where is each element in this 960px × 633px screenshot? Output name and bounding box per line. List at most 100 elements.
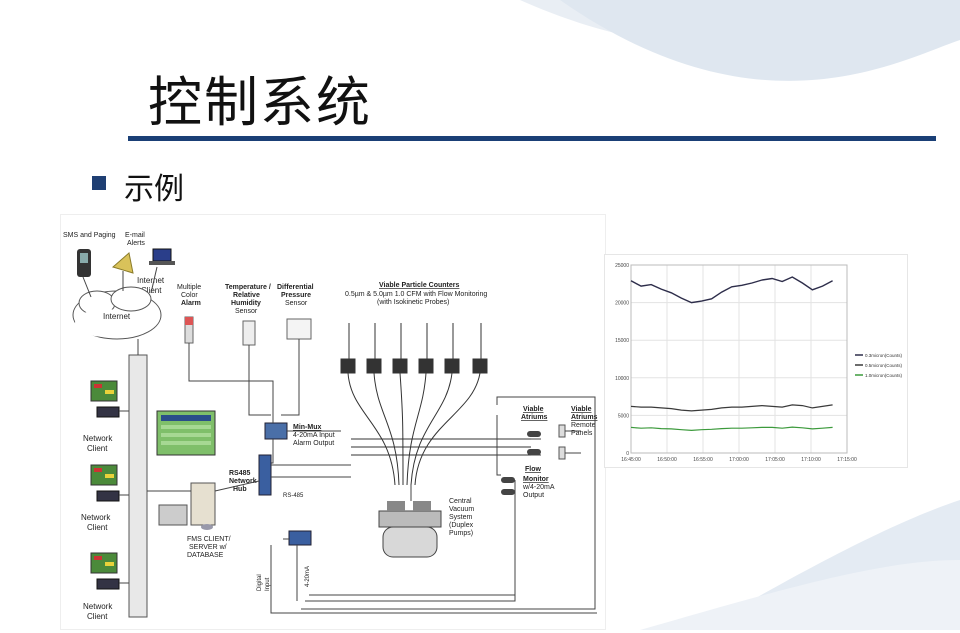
ma-label: 4-20mA — [305, 566, 311, 587]
dp-label-2: Pressure — [281, 292, 311, 299]
flow-label-2: Monitor — [523, 476, 549, 483]
differential-pressure-sensor-icon — [286, 318, 312, 340]
diagram-svg: SMS and Paging E-mail Alerts Internet Cl… — [63, 232, 598, 621]
flow-label-1: Flow — [525, 466, 541, 473]
x-tick-label: 17:00:00 — [729, 457, 749, 463]
rs485-label-1: RS485 — [229, 470, 251, 477]
email-icon — [111, 252, 134, 274]
atriums-label-1: Viable — [523, 406, 544, 413]
transmitter-icon — [288, 530, 312, 546]
flow-label-4: Output — [523, 492, 544, 499]
rs485-bus-label: RS-485 — [283, 493, 304, 499]
bullet-text: 示例 — [124, 172, 184, 207]
min-mux-label-3: Alarm Output — [293, 440, 334, 447]
viable-atrium-icons — [527, 431, 541, 455]
panels-label-3: Remote — [571, 422, 596, 429]
panels-label-2: Atriums — [571, 414, 598, 421]
y-tick-label: 0 — [626, 451, 629, 457]
x-tick-label: 17:05:00 — [765, 457, 785, 463]
vacuum-label-1: Central — [449, 498, 472, 505]
network-client-2 — [90, 464, 129, 502]
title-rule — [128, 136, 936, 141]
bullet-square — [92, 176, 106, 190]
vpc-note: (with Isokinetic Probes) — [377, 299, 449, 306]
chart-svg: 25000 20000 15000 10000 5000 016:45:00 16:50:0… — [615, 263, 903, 463]
network-client-label-3a: Network — [83, 602, 113, 611]
phone-icon — [77, 249, 91, 277]
legend-label-2: 0.5micron(Counts) — [865, 363, 903, 368]
internet-client-laptop-icon — [149, 248, 175, 265]
rs485-label-3: Hub — [233, 486, 247, 493]
legend-label-1: 0.3micron(Counts) — [865, 353, 903, 358]
internet-client-label-1: Internet — [137, 276, 165, 285]
network-client-1 — [90, 380, 129, 418]
digital-input-label-1: Digital — [257, 574, 263, 591]
network-client-label-1a: Network — [83, 434, 113, 443]
sms-paging-label: SMS and Paging — [63, 232, 116, 239]
transmitter-wiring — [270, 538, 597, 614]
min-mux-label-1: Min-Mux — [293, 424, 321, 431]
rs485-hub-icon — [258, 454, 272, 496]
vacuum-label-4: (Duplex — [449, 522, 474, 529]
monitoring-system-diagram: SMS and Paging E-mail Alerts Internet Cl… — [60, 214, 606, 630]
network-client-3 — [90, 552, 129, 590]
x-tick-label: 16:55:00 — [693, 457, 713, 463]
remote-panel-icons — [558, 424, 566, 460]
temp-label-3: Humidity — [231, 300, 261, 307]
right-wiring — [301, 396, 596, 610]
digital-input-label-2: Input — [265, 577, 271, 591]
email-label-2: Alerts — [127, 240, 145, 247]
y-tick-label: 10000 — [615, 376, 629, 382]
y-tick-label: 5000 — [618, 413, 629, 419]
series-line-1 — [630, 276, 833, 304]
network-client-label-3b: Client — [87, 612, 108, 621]
temp-label-4: Sensor — [235, 308, 258, 315]
fms-label-1: FMS CLIENT/ — [187, 536, 231, 543]
flow-label-3: w/4-20mA — [522, 484, 555, 491]
min-mux-icon — [264, 422, 288, 440]
vacuum-label-2: Vacuum — [449, 506, 474, 513]
network-client-label-2b: Client — [87, 523, 108, 532]
dp-label-1: Differential — [277, 284, 314, 291]
x-tick-label: 16:50:00 — [657, 457, 677, 463]
fms-server-icon — [158, 482, 216, 530]
dp-label-3: Sensor — [285, 300, 308, 307]
fms-label-2: SERVER w/ — [189, 544, 227, 551]
vacuum-pump-icon — [378, 501, 442, 558]
sensor-wiring — [188, 339, 341, 464]
series-line-3 — [630, 426, 833, 432]
particle-counter-array — [340, 323, 531, 486]
plot-frame — [630, 264, 848, 454]
x-tick-label: 17:10:00 — [801, 457, 821, 463]
temperature-humidity-sensor-icon — [242, 320, 256, 346]
panels-label-4: Panels — [571, 430, 593, 437]
y-tick-label: 15000 — [615, 338, 629, 344]
y-tick-label: 20000 — [615, 301, 629, 307]
vacuum-label-5: Pumps) — [449, 530, 473, 537]
alarm-label-1: Multiple — [177, 284, 201, 291]
x-tick-label: 16:45:00 — [621, 457, 641, 463]
fms-label-3: DATABASE — [187, 552, 224, 559]
color-alarm-tower-icon — [184, 316, 194, 344]
fms-screen-icon — [156, 410, 216, 456]
network-client-label-1b: Client — [87, 444, 108, 453]
alarm-label-2: Color — [181, 292, 198, 299]
email-label-1: E-mail — [125, 232, 145, 239]
legend-label-3: 1.0micron(Counts) — [865, 373, 903, 378]
atriums-label-2: Atriums — [521, 414, 548, 421]
alarm-label-3: Alarm — [181, 300, 201, 307]
rs485-label-2: Network — [229, 478, 257, 485]
temp-label-1: Temperature / — [225, 284, 271, 291]
panels-label-1: Viable — [571, 406, 592, 413]
internet-label: Internet — [103, 312, 131, 321]
min-mux-label-2: 4-20mA Input — [293, 432, 335, 439]
temp-label-2: Relative — [233, 292, 260, 299]
vpc-title: Viable Particle Counters — [379, 282, 460, 289]
y-tick-label: 25000 — [615, 263, 629, 269]
internet-cloud-icon — [72, 286, 162, 340]
vpc-subtitle: 0.5µm & 5.0µm 1.0 CFM with Flow Monitori… — [345, 291, 487, 298]
network-client-label-2a: Network — [81, 513, 111, 522]
flow-monitor-icons — [501, 477, 515, 495]
